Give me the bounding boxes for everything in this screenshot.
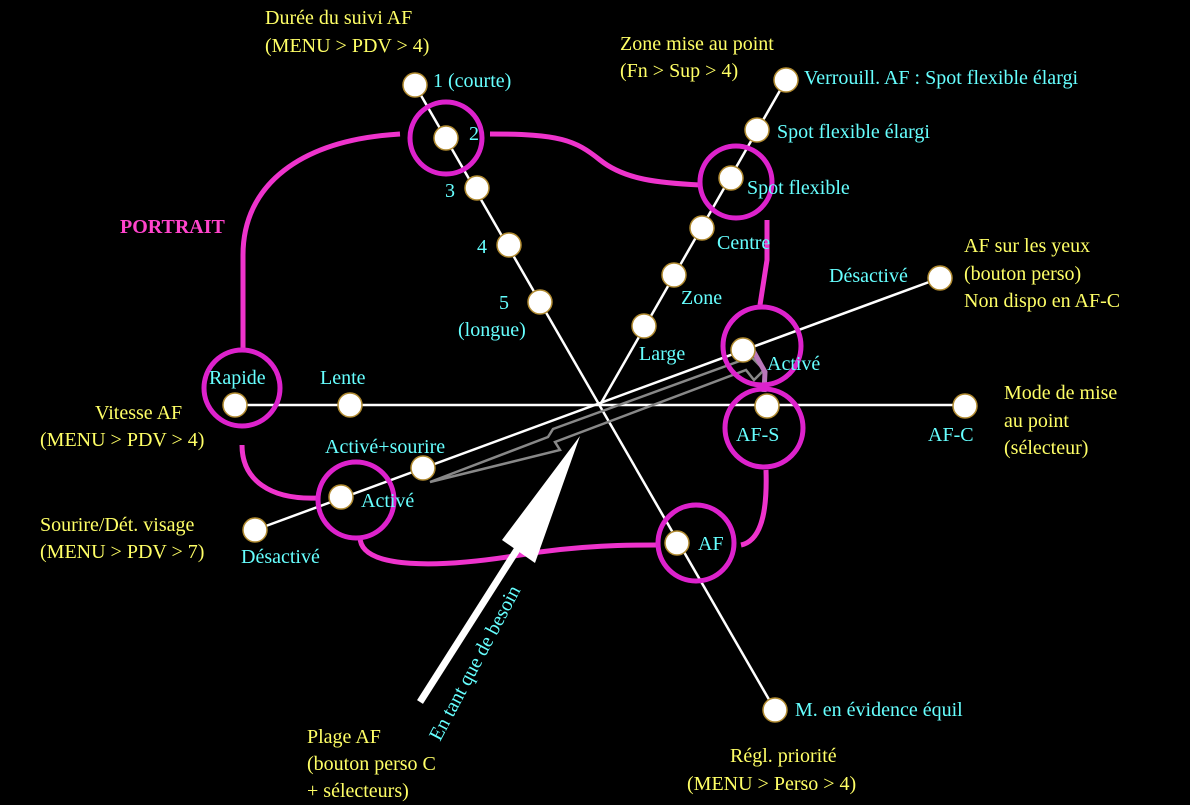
- node-suivi-2[interactable]: [433, 125, 459, 151]
- ring-mode-afs: [722, 386, 806, 470]
- portrait-path-segment: [240, 131, 401, 352]
- node-visage-desactive[interactable]: [242, 517, 268, 543]
- yeux-line3: Non dispo en AF-C: [964, 290, 1120, 312]
- plage-af-arrow: [417, 436, 580, 704]
- plage-line3: + sélecteurs): [307, 780, 409, 802]
- zone-option-spot-elargi: Spot flexible élargi: [777, 121, 930, 143]
- zone-option-zone: Zone: [681, 287, 722, 309]
- node-suivi-4[interactable]: [496, 232, 522, 258]
- plage-line2: (bouton perso C: [307, 753, 436, 775]
- suivi-option-5-note: (longue): [458, 319, 526, 341]
- node-zone-verrouill[interactable]: [773, 67, 799, 93]
- node-mode-afc[interactable]: [952, 393, 978, 419]
- vitesse-option-rapide: Rapide: [209, 367, 266, 389]
- node-visage-sourire[interactable]: [410, 455, 436, 481]
- suivi-option-2: 2: [469, 123, 479, 145]
- node-zone-centre[interactable]: [689, 215, 715, 241]
- suivi-option-4: 4: [477, 236, 487, 258]
- mode-title: Mode de mise: [1004, 382, 1117, 404]
- zone-option-spot: Spot flexible: [747, 177, 850, 199]
- ring-visage-active: [315, 459, 397, 541]
- ring-priorite-af: [655, 502, 737, 584]
- zone-title: Zone mise au point: [620, 33, 774, 55]
- priorite-title: Régl. priorité: [730, 745, 837, 767]
- node-yeux-active[interactable]: [730, 337, 756, 363]
- node-yeux-desactive[interactable]: [927, 265, 953, 291]
- plage-link-arrow: [429, 345, 766, 484]
- portrait-path-segment: [239, 444, 319, 501]
- zone-option-centre: Centre: [717, 232, 770, 254]
- selection-rings: [201, 99, 806, 584]
- plage-arrow-head: [502, 436, 580, 563]
- ring-yeux-active: [720, 304, 804, 388]
- node-priorite-af[interactable]: [664, 530, 690, 556]
- mode-line3: (sélecteur): [1004, 437, 1088, 459]
- suivi-path: (MENU > PDV > 4): [265, 35, 429, 57]
- option-nodes: [222, 67, 978, 723]
- axis-visage-yeux: [254, 276, 941, 532]
- suivi-option-1: 1 (courte): [433, 70, 511, 92]
- priorite-option-af: AF: [698, 533, 724, 555]
- visage-title: Sourire/Dét. visage: [40, 514, 195, 536]
- priorite-option-equil: M. en évidence équil: [795, 699, 963, 721]
- ring-vitesse-rapide: [201, 347, 283, 429]
- vitesse-path: (MENU > PDV > 4): [40, 429, 204, 451]
- suivi-option-3: 3: [445, 180, 455, 202]
- node-zone-spot[interactable]: [718, 165, 744, 191]
- priorite-path: (MENU > Perso > 4): [687, 773, 856, 795]
- node-vitesse-rapide[interactable]: [222, 392, 248, 418]
- visage-option-sourire: Activé+sourire: [325, 436, 445, 458]
- ring-suivi-2: [407, 99, 485, 177]
- node-zone-large[interactable]: [631, 313, 657, 339]
- ring-zone-spot: [697, 143, 775, 221]
- zone-option-verrouill: Verrouill. AF : Spot flexible élargi: [804, 67, 1078, 89]
- portrait-path-segment: [757, 220, 770, 306]
- node-suivi-5[interactable]: [527, 289, 553, 315]
- yeux-option-desactive: Désactivé: [829, 265, 908, 287]
- visage-option-desactive: Désactivé: [241, 546, 320, 568]
- node-suivi-3[interactable]: [464, 175, 490, 201]
- node-visage-active[interactable]: [328, 484, 354, 510]
- visage-option-active: Activé: [361, 490, 414, 512]
- plage-arrow-shaft: [417, 543, 523, 704]
- suivi-title: Durée du suivi AF: [265, 7, 412, 29]
- mode-option-afc: AF-C: [928, 424, 974, 446]
- node-priorite-equil[interactable]: [762, 697, 788, 723]
- zone-path: (Fn > Sup > 4): [620, 60, 738, 82]
- mode-label: PORTRAIT: [120, 216, 226, 238]
- portrait-path: [239, 131, 770, 567]
- zone-option-large: Large: [639, 343, 685, 365]
- node-suivi-1[interactable]: [402, 72, 428, 98]
- vitesse-title: Vitesse AF: [95, 402, 182, 424]
- visage-path: (MENU > PDV > 7): [40, 541, 204, 563]
- node-mode-afs[interactable]: [754, 393, 780, 419]
- node-vitesse-lente[interactable]: [337, 392, 363, 418]
- plage-title: Plage AF: [307, 726, 381, 748]
- suivi-option-5: 5: [499, 292, 509, 314]
- vitesse-option-lente: Lente: [320, 367, 366, 389]
- portrait-path-segment: [489, 131, 701, 188]
- yeux-line2: (bouton perso): [964, 263, 1081, 285]
- yeux-option-active: Activé: [767, 353, 820, 375]
- portrait-path-segment: [740, 469, 769, 548]
- node-zone-zone[interactable]: [661, 262, 687, 288]
- mode-line2: au point: [1004, 410, 1069, 432]
- node-zone-spot-elargi[interactable]: [744, 117, 770, 143]
- mode-option-afs: AF-S: [736, 424, 779, 446]
- plage-arrow-label: En tant que de besoin: [425, 582, 525, 744]
- portrait-path-segment: [357, 536, 659, 567]
- yeux-title: AF sur les yeux: [964, 235, 1090, 257]
